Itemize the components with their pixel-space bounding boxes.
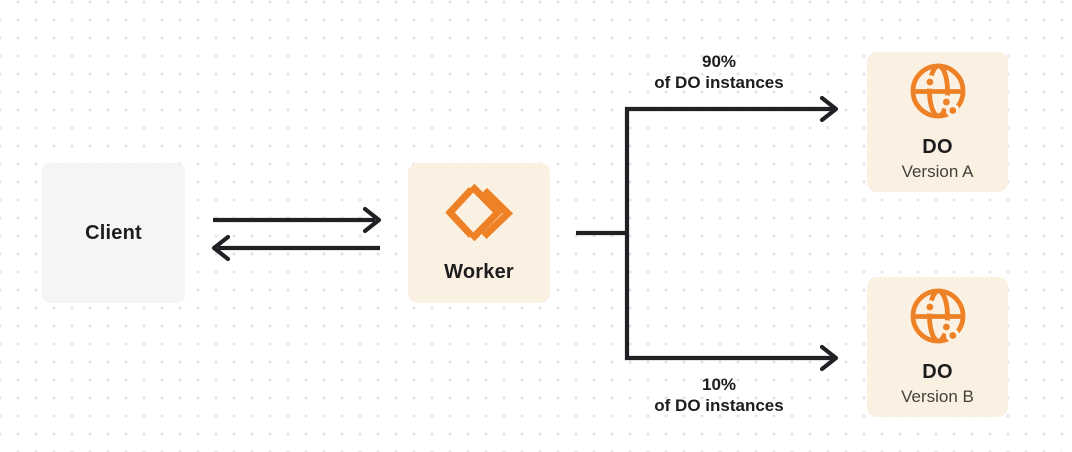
globe-icon	[910, 288, 965, 344]
do-version-a-node: DO Version A	[867, 52, 1008, 192]
do-a-title: DO	[922, 136, 953, 158]
arrow-client-to-worker-head	[362, 206, 382, 234]
split-percent-90: 90%	[701, 52, 737, 71]
worker-node: Worker	[408, 163, 550, 303]
split-label-10: 10% of DO instances	[599, 374, 839, 416]
worker-label: Worker	[444, 261, 514, 283]
do-a-subtitle: Version A	[901, 162, 974, 181]
client-label: Client	[85, 222, 142, 244]
split-bracket	[624, 106, 833, 361]
cloudflare-workers-icon	[445, 183, 514, 242]
split-caption-10: of DO instances	[654, 396, 784, 415]
split-percent-10: 10%	[701, 375, 737, 394]
do-b-subtitle: Version B	[901, 387, 974, 406]
split-caption-90: of DO instances	[654, 73, 784, 92]
do-b-title: DO	[922, 361, 953, 383]
globe-icon	[910, 63, 965, 119]
arrow-to-do-b-head	[819, 344, 839, 372]
split-label-90: 90% of DO instances	[599, 51, 839, 93]
client-node: Client	[42, 163, 185, 303]
do-version-b-node: DO Version B	[867, 277, 1008, 417]
arrow-to-do-a-head	[819, 95, 839, 123]
arrow-worker-to-client-head	[211, 234, 231, 262]
